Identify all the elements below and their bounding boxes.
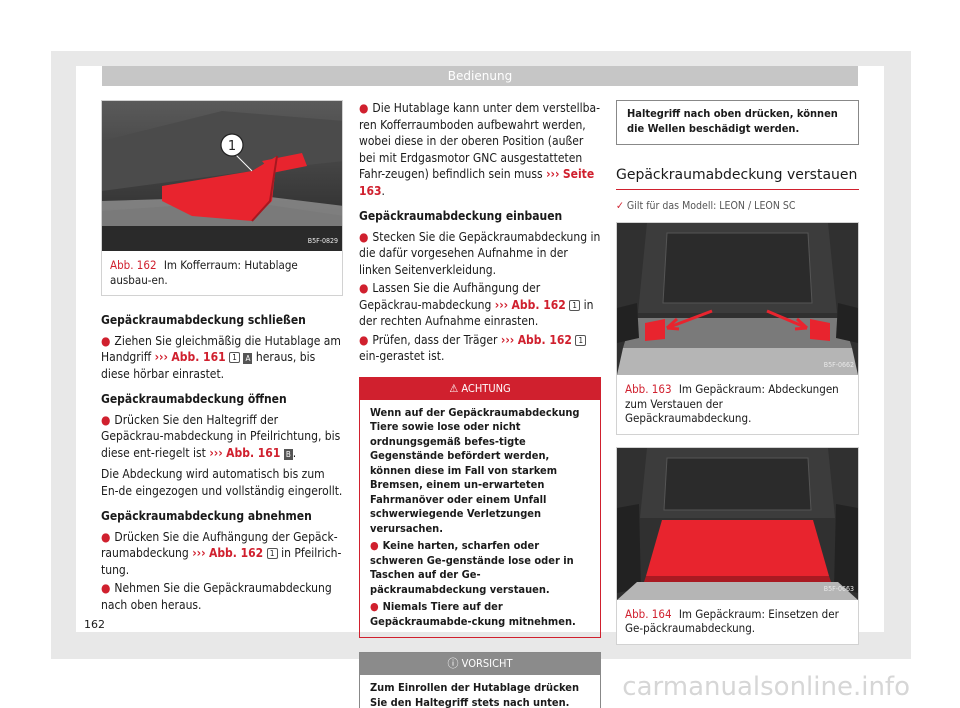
column-right: Haltegriff nach oben drücken, können die… [616, 100, 859, 645]
trunk-covers-illustration [617, 223, 858, 375]
caution-box-continued: Haltegriff nach oben drücken, können die… [616, 100, 859, 145]
figure-link[interactable]: Abb. 161 [226, 445, 281, 460]
figure-163: B5F-0662 Abb. 163 Im Gepäckraum: Abdecku… [616, 222, 859, 435]
trunk-shelf-illustration: 1 [102, 101, 342, 251]
bullet-item: ●Die Hutablage kann unter dem verstellba… [359, 101, 600, 198]
image-code: B5F-0662 [823, 360, 854, 369]
footer-watermark: carmanualsonline.info [622, 672, 910, 702]
figure-number: Abb. 162 [110, 258, 157, 272]
figure-link[interactable]: Abb. 162 [517, 332, 572, 347]
column-left: 1 B5F-0829 Abb. 162 Im Kofferraum: Hutab… [101, 100, 343, 622]
bullet-item: ●Prüfen, dass der Träger ››› Abb. 162 1 … [359, 332, 601, 365]
caution-header: ⓘ VORSICHT [360, 653, 600, 675]
figure-image: B5F-0662 [617, 223, 858, 375]
bullet-item: ●Drücken Sie die Aufhängung der Gepäck-r… [101, 529, 342, 577]
figure-caption-text: Im Kofferraum: Hutablage ausbau-en. [110, 258, 298, 287]
section-heading: Gepäckraumabdeckung einbauen [359, 209, 563, 223]
figure-link[interactable]: Abb. 162 [208, 546, 264, 560]
warning-body: Wenn auf der Gepäckraumabdeckung Tiere s… [370, 405, 580, 628]
figure-link[interactable]: Abb. 162 [511, 297, 566, 312]
section-heading: Gepäckraumabdeckung öffnen [101, 392, 287, 406]
figure-image: 1 B5F-0829 [102, 101, 342, 251]
paragraph: Die Abdeckung wird automatisch bis zum E… [101, 467, 343, 498]
image-code: B5F-0829 [307, 236, 338, 245]
figure-caption: Abb. 164 Im Gepäckraum: Einsetzen der Ge… [625, 606, 839, 636]
caution-body-continued: Haltegriff nach oben drücken, können die… [627, 107, 838, 135]
figure-162: 1 B5F-0829 Abb. 162 Im Kofferraum: Hutab… [101, 100, 343, 296]
figure-caption: Abb. 163 Im Gepäckraum: Abdeckungen zum … [625, 382, 839, 425]
warning-icon: ⚠ [449, 381, 459, 395]
page-number: 162 [84, 618, 105, 631]
bullet-item: ●Drücken Sie den Haltegriff der Gepäckra… [101, 412, 341, 460]
page-link[interactable]: Seite 163 [359, 167, 595, 198]
bullet-item: ●Nehmen Sie die Gepäckraumabdeckung nach… [101, 581, 332, 612]
section-heading: Gepäckraumabdeckung abnehmen [101, 509, 312, 523]
callout-marker [220, 133, 244, 157]
bullet-item: ●Stecken Sie die Gepäckraumabdeckung in … [359, 229, 601, 277]
bullet-item: ●Ziehen Sie gleichmäßig die Hutablage am… [101, 333, 341, 381]
page-header: Bedienung [102, 66, 858, 86]
section-heading: Gepäckraumabdeckung schließen [101, 313, 306, 327]
figure-link[interactable]: Abb. 161 [171, 350, 226, 364]
warning-box: ⚠ ACHTUNG Wenn auf der Gepäckraumabdecku… [359, 376, 601, 638]
bullet-item: ●Lassen Sie die Aufhängung der Gepäckrau… [359, 281, 594, 328]
section-title: Gepäckraumabdeckung verstauen [616, 167, 859, 190]
caution-box: ⓘ VORSICHT Zum Einrollen der Hutablage d… [359, 652, 601, 708]
applies-to: ✓ Gilt für das Modell: LEON / LEON SC [616, 199, 796, 212]
caution-body: Zum Einrollen der Hutablage drücken Sie … [370, 681, 580, 708]
figure-image: B5F-0663 [617, 447, 858, 600]
info-icon: ⓘ [447, 657, 459, 670]
image-code: B5F-0663 [823, 585, 854, 593]
cover-insert-illustration [617, 447, 858, 600]
column-middle: ●Die Hutablage kann unter dem verstellba… [359, 100, 601, 708]
svg-text:1: 1 [228, 139, 236, 154]
figure-caption: Abb. 162 Im Kofferraum: Hutablage ausbau… [102, 251, 342, 295]
check-icon: ✓ [616, 199, 624, 212]
figure-164: B5F-0663 Abb. 164 Im Gepäckraum: Einsetz… [616, 446, 859, 645]
warning-header: ⚠ ACHTUNG [360, 377, 600, 400]
